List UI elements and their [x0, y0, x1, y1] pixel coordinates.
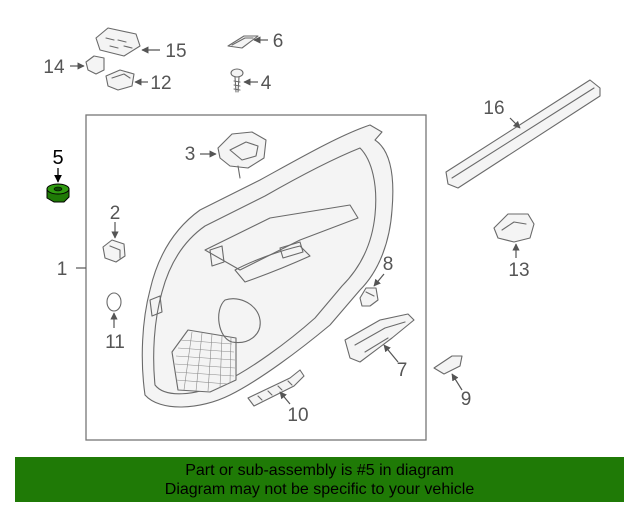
part-3-bracket — [200, 131, 267, 179]
part-5-highlighted-clip — [46, 168, 70, 203]
part-9-trim — [433, 355, 463, 391]
callout-10: 10 — [287, 405, 308, 426]
callout-15: 15 — [165, 41, 186, 62]
callout-12: 12 — [150, 73, 171, 94]
part-13-module — [493, 213, 535, 258]
callout-6: 6 — [273, 31, 284, 52]
callout-5: 5 — [52, 147, 63, 169]
callout-13: 13 — [508, 260, 529, 281]
callout-14: 14 — [43, 57, 65, 78]
part-6-pad — [227, 35, 268, 49]
callout-2: 2 — [110, 203, 121, 224]
info-banner: Part or sub-assembly is #5 in diagram Di… — [15, 457, 624, 502]
part-7-bracket — [344, 313, 415, 363]
part-8-clip — [359, 273, 385, 307]
part-2-clip — [102, 222, 126, 263]
parts-diagram: 1 2 3 4 5 6 7 — [43, 27, 601, 441]
banner-line-2: Diagram may not be specific to your vehi… — [164, 481, 475, 498]
part-12-switch — [105, 69, 148, 91]
part-14-connector — [70, 55, 105, 75]
callout-11: 11 — [105, 332, 125, 353]
callout-16: 16 — [483, 98, 504, 119]
part-11-ring — [106, 292, 122, 328]
callout-3: 3 — [185, 144, 196, 165]
callout-8: 8 — [383, 254, 394, 275]
callout-7: 7 — [397, 360, 408, 381]
callout-1: 1 — [57, 259, 68, 280]
part-10-switch-bracket — [247, 369, 305, 407]
part-15-switch-panel — [95, 27, 160, 57]
banner-line-1: Part or sub-assembly is #5 in diagram — [185, 462, 454, 479]
part-16-moulding — [445, 79, 601, 189]
callout-9: 9 — [461, 389, 472, 410]
callout-4: 4 — [261, 73, 272, 94]
door-trim-panel-assembly — [76, 114, 427, 441]
part-4-screw — [230, 68, 258, 93]
